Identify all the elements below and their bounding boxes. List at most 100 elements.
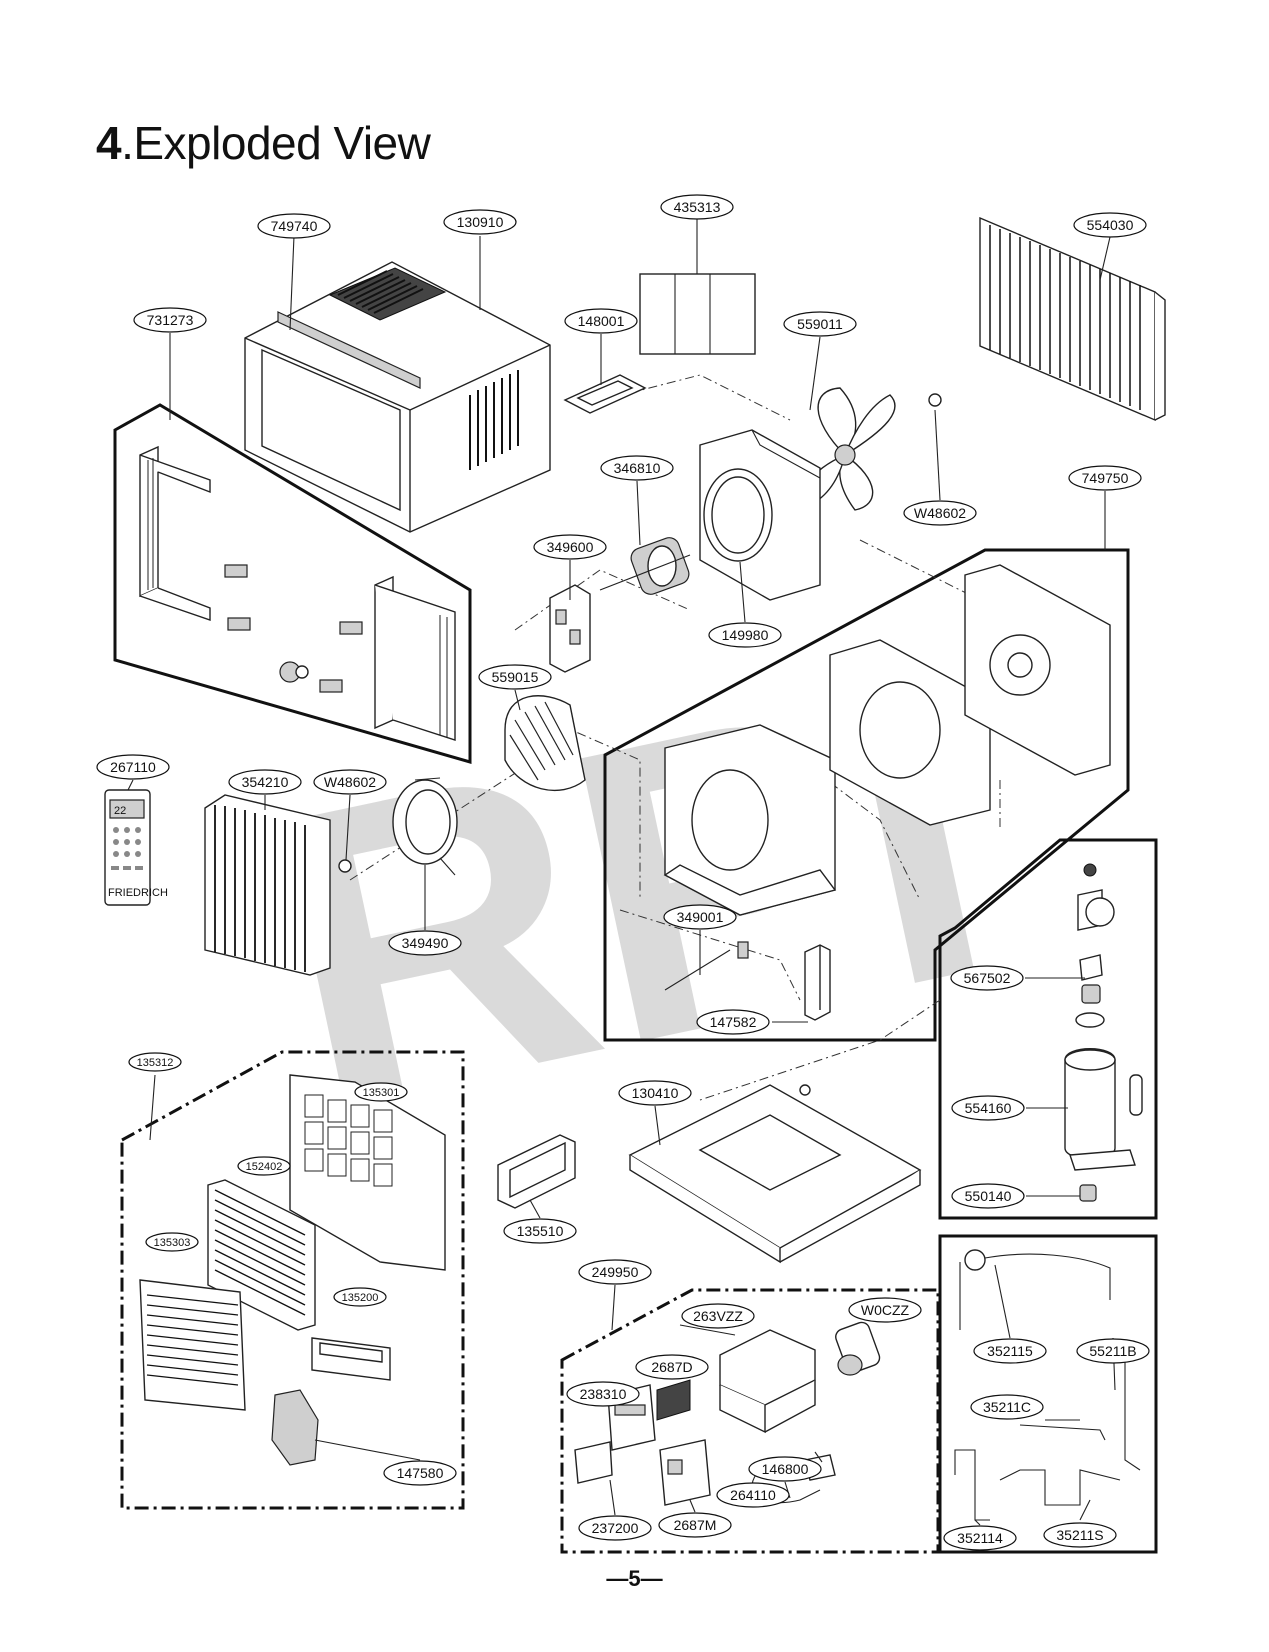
part-number-label: 559011 xyxy=(797,316,843,332)
part-callout: 2687M xyxy=(658,1512,732,1538)
callout-oval xyxy=(145,1232,199,1252)
part-number-label: 149980 xyxy=(722,627,769,643)
callout-oval xyxy=(128,1052,182,1072)
part-callout: 349600 xyxy=(533,534,607,560)
part-callout: 559015 xyxy=(478,664,552,690)
part-callout: 435313 xyxy=(660,194,734,220)
part-number-label: 559015 xyxy=(492,669,539,685)
base-pan-130410 xyxy=(628,1084,922,1264)
part-callout: 749750 xyxy=(1068,465,1142,491)
part-callout: 135312 xyxy=(128,1052,182,1072)
part-number-label: 135312 xyxy=(137,1057,174,1069)
part-number-label: 135303 xyxy=(154,1237,191,1249)
part-callout: 130910 xyxy=(443,209,517,235)
callout-oval xyxy=(578,1515,652,1541)
callout-oval xyxy=(696,1009,770,1035)
front-panel-parts xyxy=(139,1074,446,1466)
panel-part-135510 xyxy=(497,1134,576,1209)
callout-oval xyxy=(503,1218,577,1244)
page-number: —5— xyxy=(606,1566,663,1591)
part-number-label: 267110 xyxy=(110,759,156,775)
part-callout: 147580 xyxy=(383,1460,457,1486)
part-number-label: 148001 xyxy=(578,313,625,329)
part-callout: 554160 xyxy=(951,1095,1025,1121)
part-callout: 249950 xyxy=(578,1259,652,1285)
part-number-label: 147580 xyxy=(397,1465,444,1481)
part-number-label: W48602 xyxy=(914,505,966,521)
callout-oval xyxy=(635,1354,709,1380)
part-callout: 147582 xyxy=(696,1009,770,1035)
part-callout: 238310 xyxy=(566,1381,640,1407)
part-callout: 349490 xyxy=(388,930,462,956)
side-frames-731273 xyxy=(139,445,456,741)
part-number-label: 135510 xyxy=(517,1223,564,1239)
part-number-label: 146800 xyxy=(762,1461,809,1477)
callout-oval xyxy=(578,1259,652,1285)
callout-oval xyxy=(1068,465,1142,491)
part-callout: W48602 xyxy=(903,500,977,526)
part-number-label: 749750 xyxy=(1082,470,1129,486)
tubing-group-outline xyxy=(938,1234,1158,1554)
remote-display: 22 xyxy=(114,805,126,817)
callout-oval xyxy=(681,1303,755,1329)
part-number-label: 567502 xyxy=(964,970,1011,986)
callout-oval xyxy=(903,500,977,526)
callout-oval xyxy=(783,311,857,337)
title-number: 4 xyxy=(96,117,122,169)
callout-oval xyxy=(354,1082,408,1102)
callout-oval xyxy=(478,664,552,690)
cabinet-130910 xyxy=(244,261,551,533)
part-labels: 749740 130910 435313 554030 731273 148001 5590… xyxy=(96,194,1150,1551)
indoor-housing-parts xyxy=(663,564,1111,916)
part-callout: 267110 xyxy=(96,754,170,780)
callout-oval xyxy=(663,904,737,930)
thermistor-349001 xyxy=(664,941,749,991)
part-number-label: 35211C xyxy=(983,1399,1031,1415)
part-callout: 135303 xyxy=(145,1232,199,1252)
drain-part-147582 xyxy=(804,944,831,1021)
callout-oval xyxy=(257,213,331,239)
part-callout: 152402 xyxy=(237,1156,291,1176)
part-callout: 263VZZ xyxy=(681,1303,755,1329)
part-number-label: 349600 xyxy=(547,539,594,555)
condenser-coil-554030 xyxy=(979,216,1166,422)
part-callout: 567502 xyxy=(950,965,1024,991)
part-number-label: 349490 xyxy=(402,935,449,951)
part-callout: 554030 xyxy=(1073,212,1147,238)
callout-oval xyxy=(951,1183,1025,1209)
part-number-label: 2687M xyxy=(674,1517,717,1533)
callout-oval xyxy=(388,930,462,956)
part-callout: 749740 xyxy=(257,213,331,239)
part-callout: 130410 xyxy=(618,1080,692,1106)
part-number-label: 352115 xyxy=(987,1343,1033,1359)
motor-346810 xyxy=(599,537,691,595)
part-number-label: 263VZZ xyxy=(693,1308,743,1324)
callout-oval xyxy=(228,769,302,795)
callout-oval xyxy=(566,1381,640,1407)
part-callout: 135510 xyxy=(503,1218,577,1244)
shroud-149980 xyxy=(699,429,821,601)
remote-267110: 22 FRIEDRICH xyxy=(104,789,168,906)
part-number-label: 346810 xyxy=(614,460,661,476)
frame-group-outline xyxy=(113,403,472,764)
part-number-label: 35211S xyxy=(1056,1527,1103,1543)
callout-oval xyxy=(950,965,1024,991)
page-title: 4.Exploded View xyxy=(96,116,431,170)
part-number-label: 147582 xyxy=(710,1014,757,1030)
part-callout: 731273 xyxy=(133,307,207,333)
part-callout: 352114 xyxy=(943,1525,1017,1551)
part-number-label: 349001 xyxy=(677,909,724,925)
part-number-label: 130910 xyxy=(457,214,504,230)
part-number-label: 152402 xyxy=(246,1161,283,1173)
callout-oval xyxy=(1043,1522,1117,1548)
part-callout: 346810 xyxy=(600,455,674,481)
front-panel-group-outline xyxy=(120,1050,465,1510)
part-number-label: 352114 xyxy=(957,1530,1003,1546)
inlet-ring-349490 xyxy=(392,777,458,876)
callout-oval xyxy=(748,1456,822,1482)
part-callout: 149980 xyxy=(708,622,782,648)
part-number-label: 435313 xyxy=(674,199,721,215)
callout-oval xyxy=(533,534,607,560)
bracket-148001 xyxy=(563,374,647,414)
part-number-label: 2687D xyxy=(651,1359,692,1375)
